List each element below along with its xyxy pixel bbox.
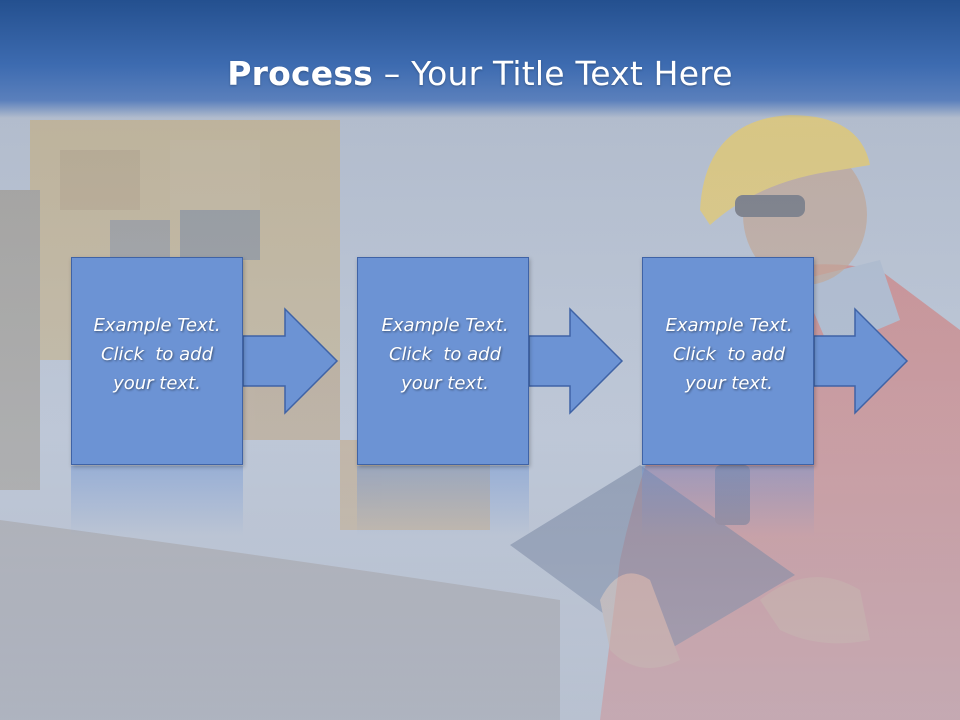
step-1-box[interactable] bbox=[71, 257, 243, 465]
step-2-line-3: your text. bbox=[401, 373, 489, 394]
step-2-line-1: Example Text. bbox=[381, 315, 509, 336]
step-1-line-1: Example Text. bbox=[93, 315, 221, 336]
step-3-text[interactable]: Example Text. Click to add your text. bbox=[643, 311, 815, 398]
step-3-line-3: your text. bbox=[685, 373, 773, 394]
step-3-line-2: Click to add bbox=[672, 344, 785, 365]
step-2-box[interactable] bbox=[357, 257, 529, 465]
title-bold: Process bbox=[227, 54, 374, 93]
step-2-reflection bbox=[357, 466, 529, 536]
step-1-reflection bbox=[71, 466, 243, 536]
step-1-line-3: your text. bbox=[113, 373, 201, 394]
step-3-reflection bbox=[642, 466, 814, 536]
step-1-text[interactable]: Example Text. Click to add your text. bbox=[71, 311, 243, 398]
step-1-line-2: Click to add bbox=[100, 344, 213, 365]
slide-title[interactable]: Process – Your Title Text Here bbox=[0, 52, 960, 96]
step-2-text[interactable]: Example Text. Click to add your text. bbox=[359, 311, 531, 398]
title-rest: – Your Title Text Here bbox=[373, 54, 733, 93]
title-band bbox=[0, 0, 960, 118]
step-3-line-1: Example Text. bbox=[665, 315, 793, 336]
step-3-box[interactable] bbox=[642, 257, 814, 465]
step-2-line-2: Click to add bbox=[388, 344, 501, 365]
